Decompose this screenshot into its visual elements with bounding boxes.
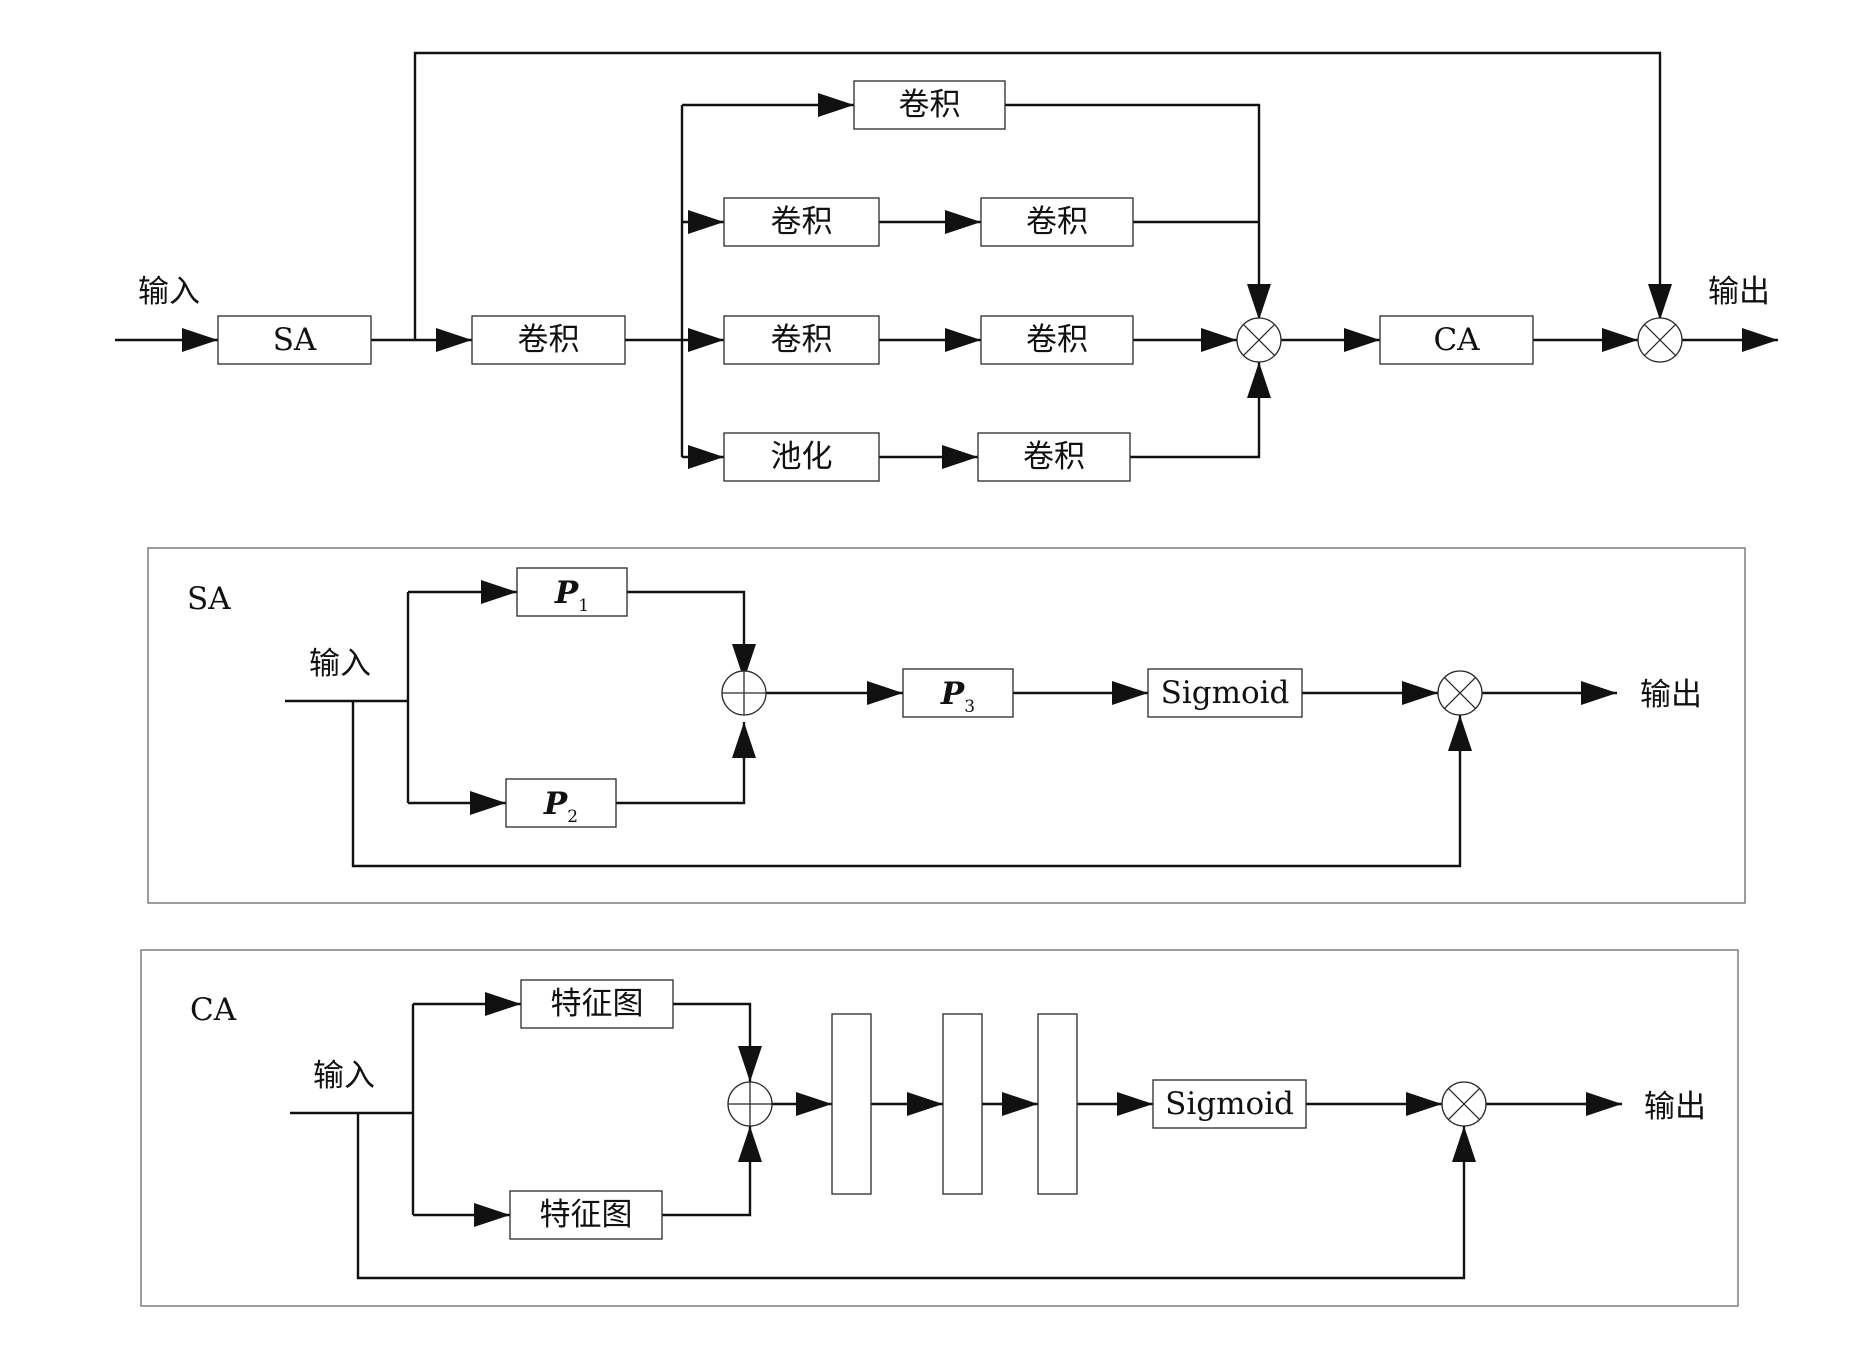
p1-block: P1 (516, 567, 628, 617)
ca-input-label: 输入 (313, 1058, 375, 1094)
branch4-pool-block: 池化 (723, 432, 880, 482)
ca-output-label: 输出 (1644, 1089, 1706, 1125)
main-output-label: 输出 (1708, 274, 1770, 310)
sa-add-icon (721, 670, 767, 716)
sa-block: SA (217, 315, 372, 365)
p2-block: P2 (505, 778, 617, 828)
ca-feature-map-bottom: 特征图 (509, 1190, 663, 1240)
ca-panel: CA 输入 输出 特征图 特征图 (140, 949, 1739, 1307)
branch3-conv-block-a: 卷积 (723, 315, 880, 365)
branch4-conv-block: 卷积 (977, 432, 1131, 482)
sa-block-label: SA (273, 322, 317, 358)
p3-block: P3 (902, 668, 1014, 718)
main-diagram: 输入 输出 SA 卷积 卷积 卷积 卷积 卷积 卷积 (115, 51, 1778, 482)
ca-panel-title: CA (190, 992, 237, 1028)
ca-wires (290, 992, 1622, 1280)
p1-label: P1 (554, 575, 589, 616)
main-multiply-icon-2 (1637, 317, 1683, 363)
sa-panel: SA 输入 输出 P1 P2 P3 (147, 547, 1746, 904)
main-wires (115, 51, 1778, 469)
branch2-conv-block-b: 卷积 (980, 197, 1134, 247)
ca-feature-map-top-label: 特征图 (551, 986, 644, 1022)
ca-sigmoid-label: Sigmoid (1165, 1086, 1294, 1122)
ca-layer-block-2 (942, 1013, 983, 1195)
branch1-conv-block: 卷积 (853, 80, 1006, 130)
p3-label: P3 (940, 676, 975, 717)
ca-feature-map-top: 特征图 (520, 979, 674, 1029)
branch4-conv-label: 卷积 (1023, 439, 1085, 475)
ca-feature-map-bottom-label: 特征图 (540, 1197, 633, 1233)
branch4-pool-label: 池化 (771, 439, 833, 475)
p2-label: P2 (543, 786, 578, 827)
sa-sigmoid-label: Sigmoid (1161, 675, 1290, 711)
ca-layer-block-3 (1037, 1013, 1078, 1195)
sa-input-label: 输入 (309, 646, 371, 682)
sa-output-label: 输出 (1640, 677, 1702, 713)
sa-wires (285, 580, 1617, 868)
ca-add-icon (727, 1081, 773, 1127)
branch3-conv-a-label: 卷积 (771, 322, 833, 358)
branch3-conv-block-b: 卷积 (980, 315, 1134, 365)
ca-sigmoid-block: Sigmoid (1152, 1079, 1307, 1129)
main-multiply-icon-1 (1236, 317, 1282, 363)
conv-block-first: 卷积 (471, 315, 626, 365)
branch3-conv-b-label: 卷积 (1026, 322, 1088, 358)
sa-multiply-icon (1437, 670, 1483, 716)
main-input-label: 输入 (138, 274, 200, 310)
ca-block-label: CA (1433, 322, 1480, 358)
ca-layer-block-1 (831, 1013, 872, 1195)
sa-sigmoid-block: Sigmoid (1147, 668, 1303, 718)
sa-panel-title: SA (187, 581, 231, 617)
branch2-conv-b-label: 卷积 (1026, 204, 1088, 240)
ca-multiply-icon (1441, 1081, 1487, 1127)
branch1-conv-label: 卷积 (899, 87, 961, 123)
branch2-conv-a-label: 卷积 (771, 204, 833, 240)
branch2-conv-block-a: 卷积 (723, 197, 880, 247)
ca-block: CA (1379, 315, 1534, 365)
conv-block-first-label: 卷积 (518, 322, 580, 358)
